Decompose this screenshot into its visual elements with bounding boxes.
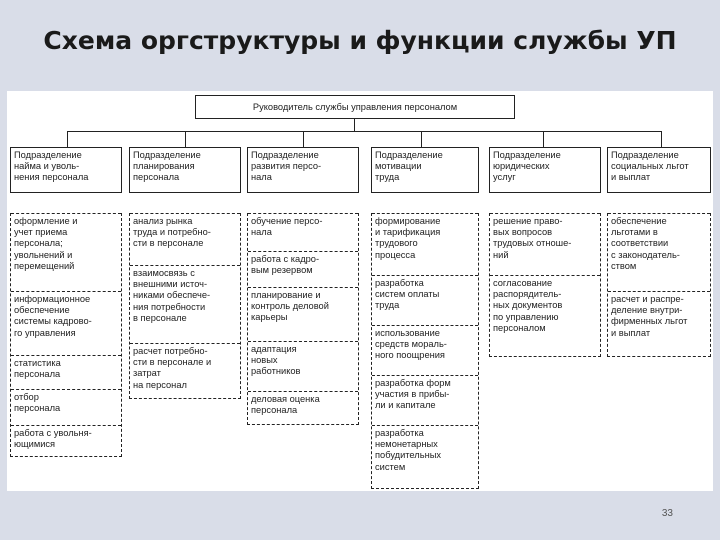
connector-drop-3 [303,131,305,147]
connector-drop-4 [421,131,423,147]
functions-column-social: обеспечение льготами в соответствии с за… [607,213,711,357]
unit-box-hiring: Подразделение найма и уволь- нения персо… [10,147,122,193]
function-item: оформление и учет приема персонала; увол… [11,213,121,283]
function-item: согласование распорядитель- ных документ… [490,275,600,345]
unit-box-legal: Подразделение юридических услуг [489,147,601,193]
function-item: деловая оценка персонала [248,391,358,421]
function-item: работа с увольня- ющимися [11,425,121,455]
function-item: разработка немонетарных побудительных си… [372,425,478,485]
function-item: использование средств мораль- ного поощр… [372,325,478,369]
functions-column-legal: решение право- вых вопросов трудовых отн… [489,213,601,357]
org-chart: Руководитель службы управления персонало… [7,91,713,491]
function-item: разработка систем оплаты труда [372,275,478,319]
function-item: расчет потребно- сти в персонале и затра… [130,343,240,397]
function-item: обучение персо- нала [248,213,358,243]
head-box: Руководитель службы управления персонало… [195,95,515,119]
connector-bus [67,131,661,133]
unit-box-development: Подразделение развития персо- нала [247,147,359,193]
connector-drop-2 [185,131,187,147]
unit-box-social: Подразделение социальных льгот и выплат [607,147,711,193]
function-item: анализ рынка труда и потребно- сти в пер… [130,213,240,257]
function-item: адаптация новых работников [248,341,358,385]
functions-column-hiring: оформление и учет приема персонала; увол… [10,213,122,457]
unit-box-planning: Подразделение планирования персонала [129,147,241,193]
function-item: информационное обеспечение системы кадро… [11,291,121,347]
function-item: формирование и тарификация трудового про… [372,213,478,269]
functions-column-planning: анализ рынка труда и потребно- сти в пер… [129,213,241,399]
functions-column-development: обучение персо- нала работа с кадро- вым… [247,213,359,425]
unit-box-motivation: Подразделение мотивации труда [371,147,479,193]
function-item: обеспечение льготами в соответствии с за… [608,213,710,283]
slide-title: Схема оргструктуры и функции службы УП [43,26,677,55]
connector-drop-1 [67,131,69,147]
functions-column-motivation: формирование и тарификация трудового про… [371,213,479,489]
function-item: взаимосвязь с внешними источ- никами обе… [130,265,240,333]
function-item: расчет и распре- деление внутри- фирменн… [608,291,710,347]
connector-drop-6 [661,131,663,147]
page-number: 33 [661,508,673,519]
function-item: решение право- вых вопросов трудовых отн… [490,213,600,269]
function-item: разработка форм участия в прибы- ли и ка… [372,375,478,419]
function-item: работа с кадро- вым резервом [248,251,358,281]
function-item: отбор персонала [11,389,121,419]
connector-trunk [354,119,356,131]
function-item: статистика персонала [11,355,121,385]
connector-drop-5 [543,131,545,147]
function-item: планирование и контроль деловой карьеры [248,287,358,331]
